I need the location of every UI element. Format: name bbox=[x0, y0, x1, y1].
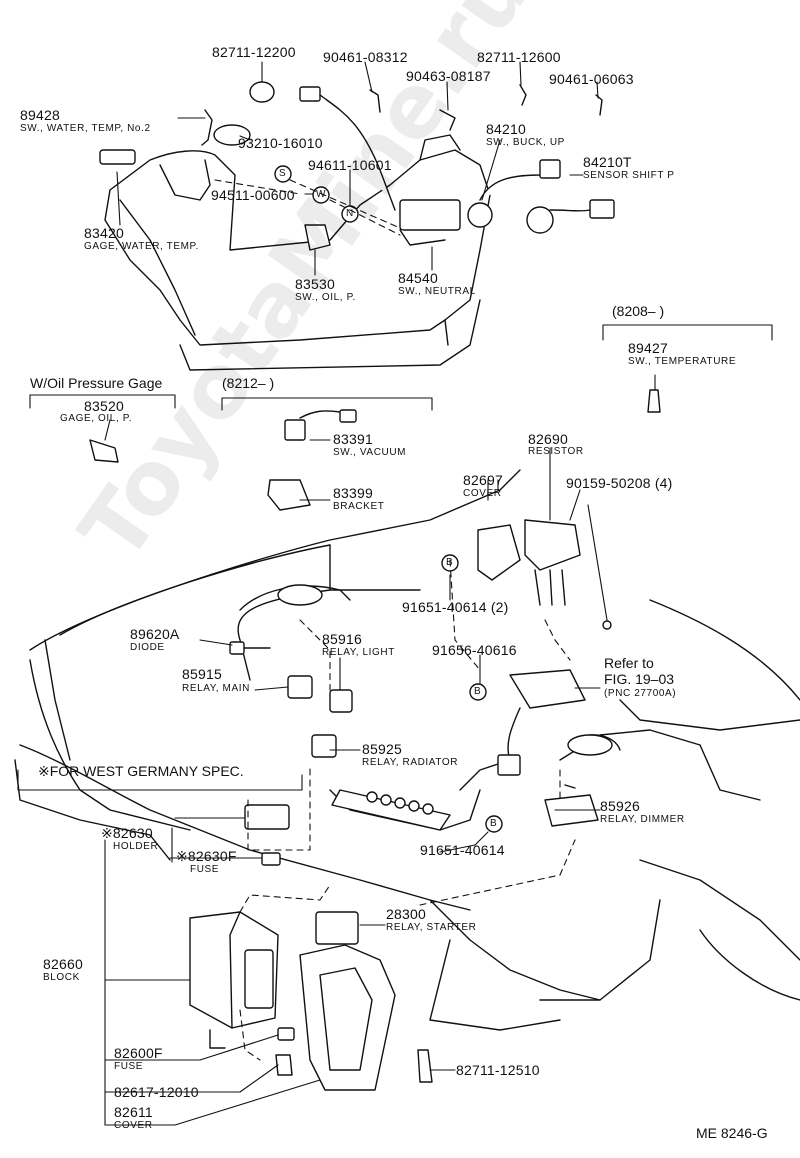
part-description: SW., WATER, TEMP, No.2 bbox=[20, 123, 151, 134]
part-description: RELAY, RADIATOR bbox=[362, 757, 459, 768]
callout-b1: B bbox=[446, 557, 454, 568]
part-description: BLOCK bbox=[43, 972, 80, 983]
part-description: RESISTOR bbox=[528, 446, 584, 457]
part-description: RELAY, MAIN bbox=[182, 683, 250, 694]
part-number: 85915 bbox=[182, 666, 222, 682]
part-number: 83520 bbox=[84, 398, 124, 414]
part-number: ※82630 bbox=[101, 825, 153, 841]
part-number: 90461-08312 bbox=[323, 49, 408, 65]
west-germany-header: ※FOR WEST GERMANY SPEC. bbox=[38, 763, 244, 779]
part-description: SW., NEUTRAL bbox=[398, 286, 476, 297]
part-number: 91656-40616 bbox=[432, 642, 517, 658]
part-description: RELAY, DIMMER bbox=[600, 814, 685, 825]
part-number: 89428 bbox=[20, 107, 60, 123]
part-number: 82711-12600 bbox=[477, 49, 561, 65]
refer-line2: FIG. 19–03 bbox=[604, 671, 675, 687]
part-number: 93210-16010 bbox=[238, 135, 323, 151]
callout-b2: B bbox=[474, 686, 482, 697]
date-range-8212: (8212– ) bbox=[222, 375, 275, 391]
part-description: RELAY, LIGHT bbox=[322, 647, 395, 658]
part-number: 82690 bbox=[528, 431, 568, 447]
callout-w: W bbox=[316, 189, 327, 200]
part-description: HOLDER bbox=[113, 841, 159, 852]
part-number: 89620A bbox=[130, 626, 180, 642]
part-number: 91651-40614 bbox=[420, 842, 505, 858]
part-description: COVER bbox=[114, 1120, 153, 1131]
part-number: 84210T bbox=[583, 154, 632, 170]
part-number: 82617-12010 bbox=[114, 1084, 199, 1100]
part-number: 90461-06063 bbox=[549, 71, 634, 87]
part-number: 83420 bbox=[84, 225, 124, 241]
part-number: 83530 bbox=[295, 276, 335, 292]
part-number: 84210 bbox=[486, 121, 526, 137]
part-number: 82600F bbox=[114, 1045, 163, 1061]
part-number: 94511-00600 bbox=[211, 187, 295, 203]
callout-n: N bbox=[346, 208, 354, 219]
part-number: 82660 bbox=[43, 956, 83, 972]
part-number: 83391 bbox=[333, 431, 373, 447]
part-number: ※82630F bbox=[176, 848, 237, 864]
part-number: 82697 bbox=[463, 472, 503, 488]
part-description: GAGE, OIL, P. bbox=[60, 413, 133, 424]
component-shapes bbox=[89, 81, 661, 1091]
part-number: 90159-50208 (4) bbox=[566, 475, 673, 491]
part-description: SW., OIL, P. bbox=[295, 292, 356, 303]
callout-s: S bbox=[279, 168, 287, 179]
part-description: DIODE bbox=[130, 642, 165, 653]
part-number: 83399 bbox=[333, 485, 373, 501]
part-description: SENSOR SHIFT P bbox=[583, 170, 675, 181]
part-description: RELAY, STARTER bbox=[386, 922, 477, 933]
part-description: FUSE bbox=[114, 1061, 144, 1072]
refer-line1: Refer to bbox=[604, 655, 654, 671]
callout-circles bbox=[274, 165, 503, 833]
dashed-lines bbox=[214, 179, 576, 1061]
part-description: SW., VACUUM bbox=[333, 447, 407, 458]
part-description: SW., TEMPERATURE bbox=[628, 356, 737, 367]
part-description: SW., BUCK, UP bbox=[486, 137, 565, 148]
part-number: 91651-40614 (2) bbox=[402, 599, 509, 615]
part-number: 84540 bbox=[398, 270, 438, 286]
date-range-8208: (8208– ) bbox=[612, 303, 665, 319]
part-number: 82611 bbox=[114, 1104, 153, 1120]
part-number: 85916 bbox=[322, 631, 362, 647]
leader-lines bbox=[17, 61, 773, 1126]
part-number: 82711-12510 bbox=[456, 1062, 540, 1078]
figure-code: ME 8246-G bbox=[696, 1125, 768, 1141]
callout-b3: B bbox=[490, 818, 498, 829]
part-description: COVER bbox=[463, 488, 502, 499]
part-number: 85926 bbox=[600, 798, 640, 814]
part-number: 28300 bbox=[386, 906, 426, 922]
engine-outline bbox=[104, 134, 491, 371]
part-number: 82711-12200 bbox=[212, 44, 296, 60]
part-description: GAGE, WATER, TEMP. bbox=[84, 241, 199, 252]
part-number: 89427 bbox=[628, 340, 668, 356]
part-description: FUSE bbox=[190, 864, 220, 875]
part-number: 90463-08187 bbox=[406, 68, 491, 84]
part-number: 85925 bbox=[362, 741, 402, 757]
oil-gage-header: W/Oil Pressure Gage bbox=[30, 375, 163, 391]
part-number: 94611-10601 bbox=[308, 157, 392, 173]
refer-line3: (PNC 27700A) bbox=[604, 688, 677, 699]
part-description: BRACKET bbox=[333, 501, 385, 512]
